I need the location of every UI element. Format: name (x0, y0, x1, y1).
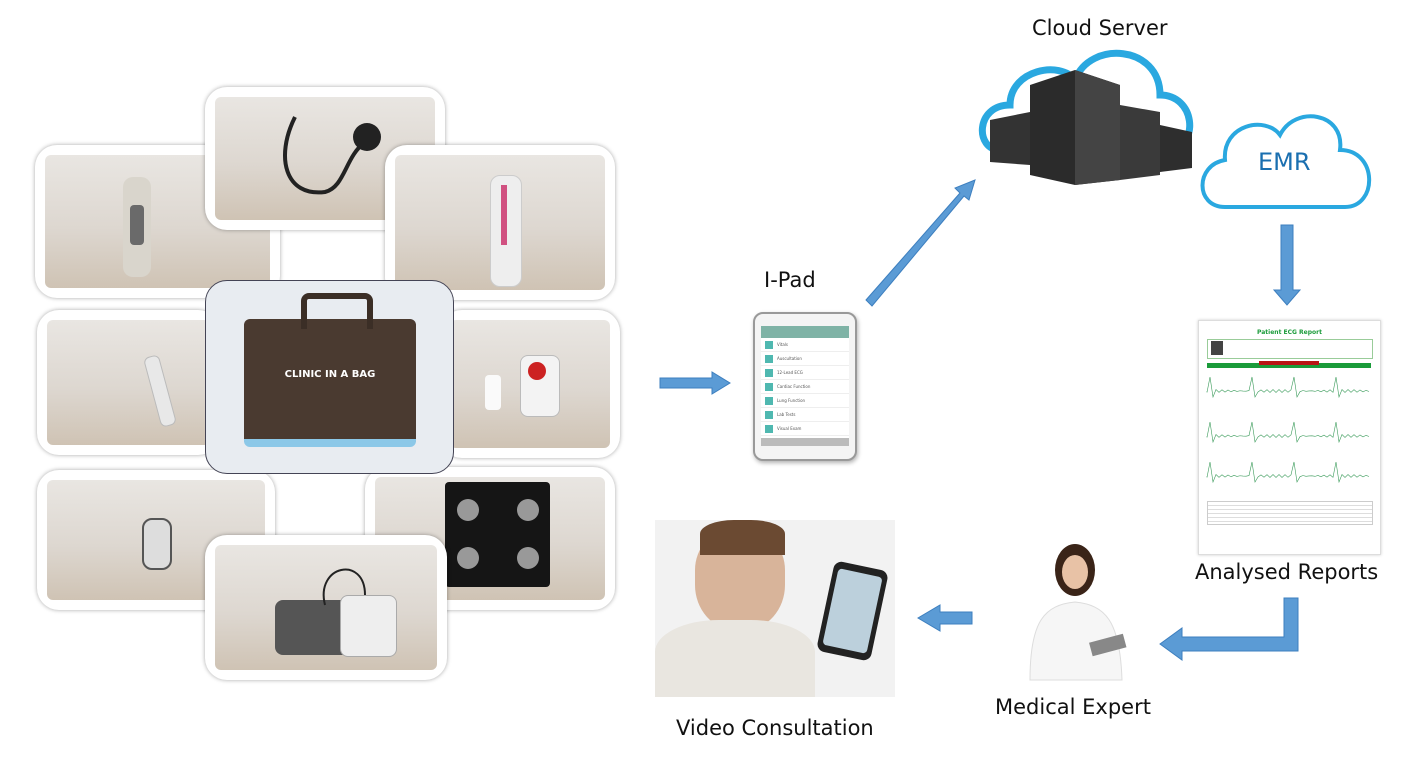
menu-item-label: Visual Exam (777, 426, 802, 431)
ipad-label: I-Pad (764, 268, 816, 292)
menu-item-label: Lung Function (777, 398, 806, 403)
ecg-trace (1206, 461, 1370, 484)
ipad-menu-item[interactable]: Vitals (761, 338, 849, 352)
otoscope-photo (37, 310, 220, 455)
video-consultation-photo (655, 520, 895, 697)
menu-item-label: Vitals (777, 342, 788, 347)
menu-item-label: Lab Tests (777, 412, 796, 417)
arrow-to-expert (1159, 597, 1299, 661)
menu-item-icon (765, 368, 773, 377)
glucometer-photo (440, 310, 620, 458)
ipad-menu-item[interactable]: Cardiac Function (761, 380, 849, 394)
analysed-reports-label: Analysed Reports (1195, 560, 1379, 584)
menu-item-label: Cardiac Function (777, 384, 811, 389)
cloud-server-label: Cloud Server (1032, 16, 1168, 40)
medical-expert-label: Medical Expert (995, 695, 1151, 719)
arrow-to-ipad (659, 371, 731, 395)
menu-item-icon (765, 340, 773, 349)
bag-text: CLINIC IN A BAG (284, 369, 376, 380)
ipad-menu-item[interactable]: Visual Exam (761, 422, 849, 436)
arrow-to-report (1272, 224, 1302, 306)
menu-item-icon (765, 410, 773, 419)
ecg-trace (1206, 421, 1370, 444)
ipad-menu-item[interactable]: Lab Tests (761, 408, 849, 422)
menu-item-icon (765, 382, 773, 391)
video-consultation-label: Video Consultation (676, 716, 874, 740)
menu-item-label: Auscultation (777, 356, 802, 361)
menu-item-icon (765, 424, 773, 433)
menu-item-icon (765, 354, 773, 363)
clinic-in-a-bag-photo: CLINIC IN A BAG (205, 280, 454, 474)
ecg-report-document: Patient ECG Report (1198, 320, 1381, 555)
arrow-to-cloud (865, 179, 976, 307)
blood-pressure-monitor-photo (205, 535, 447, 680)
ipad-menu-item[interactable]: Auscultation (761, 352, 849, 366)
menu-item-icon (765, 396, 773, 405)
report-title: Patient ECG Report (1257, 329, 1322, 336)
ipad-menu-item[interactable]: Lung Function (761, 394, 849, 408)
ecg-trace (1206, 376, 1370, 399)
arrow-to-video (917, 604, 973, 632)
spirometer-photo (385, 145, 615, 300)
emr-label: EMR (1258, 148, 1311, 176)
menu-item-label: 12-Lead ECG (777, 370, 803, 375)
ipad-menu-item[interactable]: 12-Lead ECG (761, 366, 849, 380)
